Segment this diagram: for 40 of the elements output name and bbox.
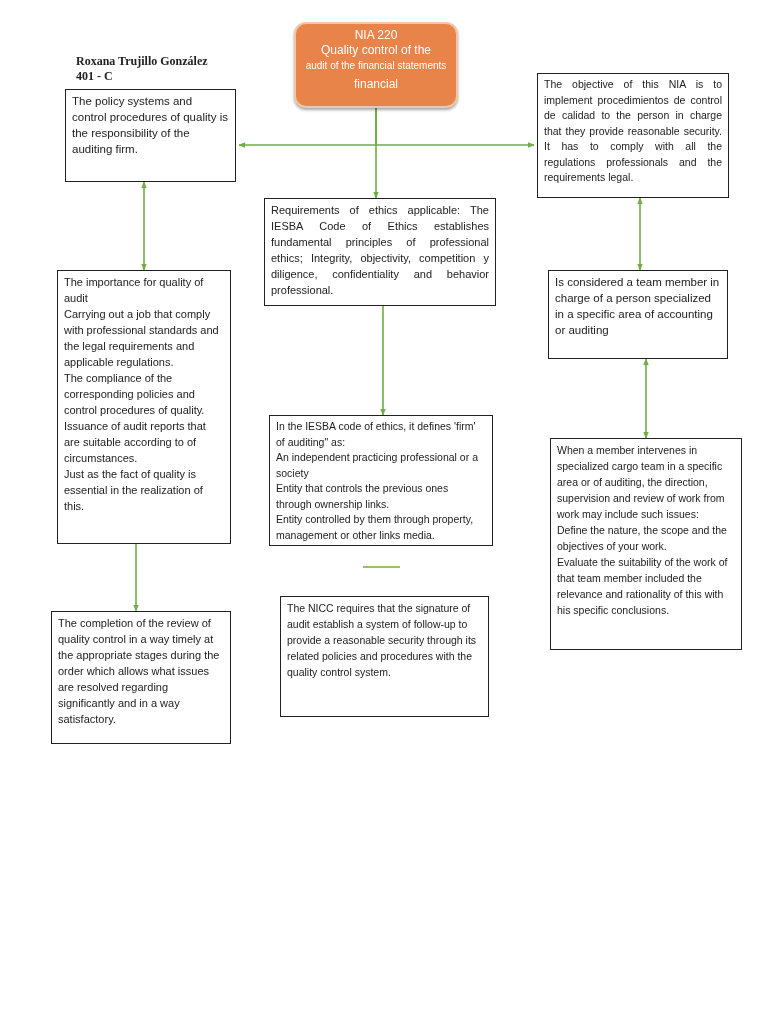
box-text: Just as the fact of quality is essential in the realization of this. xyxy=(64,467,204,514)
box-text: In the IESBA code of ethics, it defines 'firm' of auditing" as: xyxy=(276,419,477,450)
arrow xyxy=(380,305,386,416)
text-box xyxy=(51,611,231,744)
text-box xyxy=(269,415,493,546)
arrow xyxy=(637,197,643,271)
author-name: Roxana Trujillo González xyxy=(76,53,208,70)
box-text: The importance for quality of audit xyxy=(64,275,205,306)
box-text: Carrying out a job that comply with professional standards and the legal requirements and applicable regulations. xyxy=(64,307,220,370)
box-text: An independent practicing professional or a society xyxy=(276,450,479,481)
group-code: 401 - C xyxy=(76,68,113,85)
box-text: The objective of this NIA is to implement procedimientos de control de calidad to the person in charge that they provide reasonable security. It has to comply with all the regulations professionals and the requirements legal. xyxy=(544,77,722,185)
box-text: Evaluate the suitability of the work of that team member included the relevance and rationality of this with his specific conclusions. xyxy=(557,555,729,618)
box-text: The completion of the review of quality control in a way timely at the appropriate stages during the order which allows what issues are resolved regarding significantly and in a way satisfactory. xyxy=(58,616,221,727)
title-box xyxy=(294,22,458,108)
box-text: The NICC requires that the signature of audit establish a system of follow-up to provide a reasonable security through its related policies and procedures with the quality control system. xyxy=(287,601,478,680)
box-text: Entity that controls the previous ones through ownership links. xyxy=(276,481,450,512)
arrow xyxy=(643,358,649,439)
arrow xyxy=(373,107,379,199)
box-text: The compliance of the corresponding policies and control procedures of quality. xyxy=(64,371,206,418)
text-box xyxy=(550,438,742,650)
title-text: financial xyxy=(354,77,398,92)
arrow xyxy=(141,181,147,271)
box-text: Requirements of ethics applicable: The IESBA Code of Ethics establishes fundamental principles of professional ethics; Integrity, objectivity, competition y diligence, confidentiality and behavior professional. xyxy=(271,203,489,298)
title-text: NIA 220 xyxy=(354,28,398,43)
text-box xyxy=(57,270,231,544)
box-text: Define the nature, the scope and the objectives of your work. xyxy=(557,523,728,554)
text-box xyxy=(280,596,489,717)
box-text: Entity controlled by them through property, management or other links media. xyxy=(276,512,475,543)
text-box xyxy=(264,198,496,306)
box-text: Issuance of audit reports that are suitable according to of circumstances. xyxy=(64,419,207,466)
text-box xyxy=(537,73,729,198)
text-box xyxy=(65,89,236,182)
title-text: audit of the financial statements xyxy=(305,59,447,73)
box-text: Is considered a team member in charge of a person specialized in a specific area of accounting or auditing xyxy=(555,275,721,338)
arrow xyxy=(133,543,139,612)
title-text: Quality control of the xyxy=(320,43,432,58)
box-text: When a member intervenes in specialized cargo team in a specific area or of auditing, the direction, supervision and review of work from work may include such issues: xyxy=(557,443,726,522)
box-text: The policy systems and control procedures of quality is the responsibility of the auditing firm. xyxy=(72,94,229,157)
text-box xyxy=(548,270,728,359)
